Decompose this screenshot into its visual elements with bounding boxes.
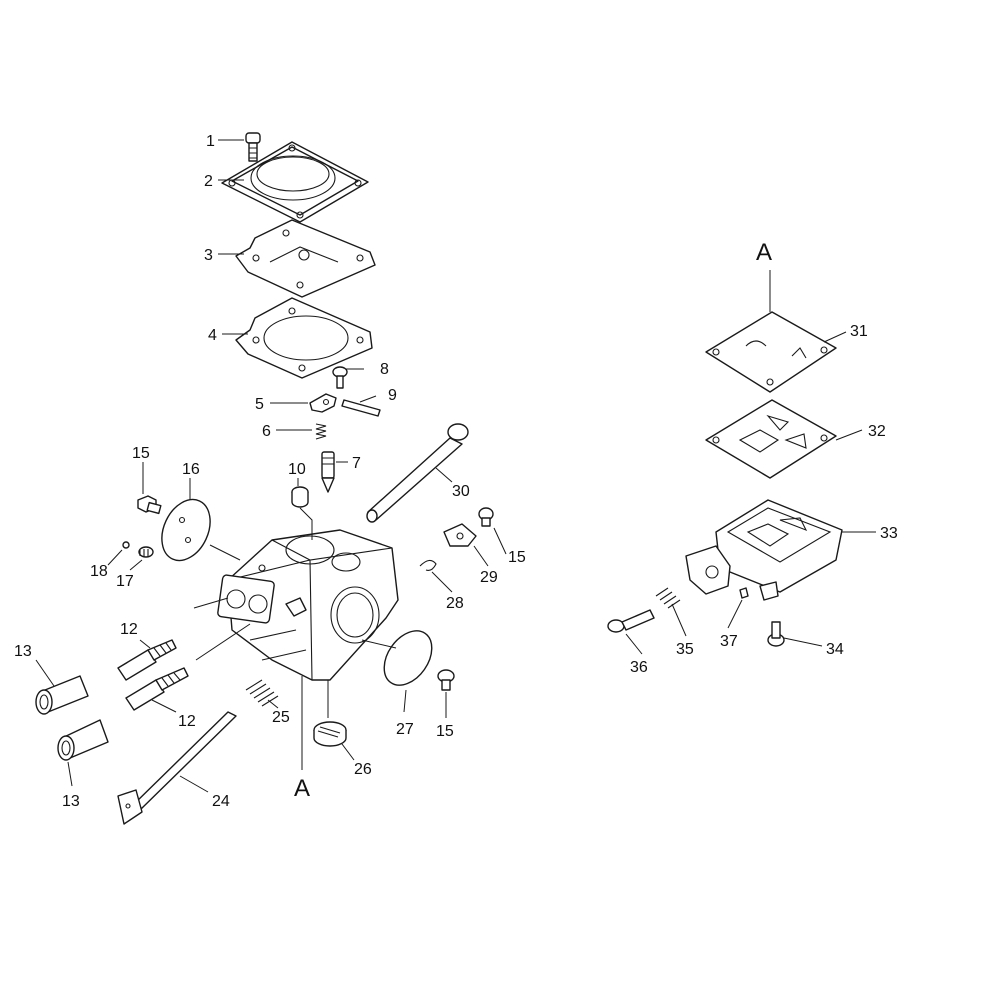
part-12-adjust-needle-lower — [125, 667, 189, 711]
part-6-spring — [315, 423, 327, 440]
callout-17: 17 — [116, 573, 134, 590]
callout-10: 10 — [288, 461, 306, 478]
callout-29: 29 — [480, 569, 498, 586]
callout-labels: 1 2 3 4 5 6 7 8 9 10 12 12 13 13 15 15 1… — [14, 133, 898, 810]
part-3-diaphragm — [235, 219, 376, 298]
callout-16: 16 — [182, 461, 200, 478]
part-5-metering-lever — [309, 393, 337, 413]
callout-6: 6 — [262, 423, 271, 440]
callout-12-upper: 12 — [120, 621, 138, 638]
callout-32: 32 — [868, 423, 886, 440]
part-36-screw — [607, 609, 655, 633]
callout-25: 25 — [272, 709, 290, 726]
reference-a-right: A — [756, 239, 772, 266]
part-13-fitting-upper — [35, 675, 89, 715]
callout-2: 2 — [204, 173, 213, 190]
callout-8: 8 — [380, 361, 389, 378]
part-24-throttle-shaft — [117, 711, 237, 825]
part-2-diaphragm-cover — [221, 141, 369, 223]
part-15-screw-left — [137, 495, 162, 515]
part-26-filter-screen — [313, 721, 347, 747]
part-7-inlet-needle — [321, 451, 335, 493]
part-18-ball — [122, 541, 130, 549]
callout-15-right: 15 — [508, 549, 526, 566]
callout-9: 9 — [388, 387, 397, 404]
part-32-pump-diaphragm — [705, 399, 837, 479]
part-16-throttle-plate — [161, 498, 211, 562]
part-15-screw-upper — [478, 507, 494, 527]
callout-7: 7 — [352, 455, 361, 472]
part-10-plug — [291, 486, 309, 508]
callout-12-lower: 12 — [178, 713, 196, 730]
callout-36: 36 — [630, 659, 648, 676]
callout-4: 4 — [208, 327, 217, 344]
part-25-spring — [245, 679, 279, 707]
part-13-fitting-lower — [57, 719, 109, 761]
part-33-pump-body — [685, 499, 843, 601]
callout-35: 35 — [676, 641, 694, 658]
leader-lines — [35, 139, 876, 793]
part-27-choke-plate — [383, 630, 433, 686]
part-29-detent-plate — [443, 523, 477, 547]
callout-28: 28 — [446, 595, 464, 612]
part-31-pump-gasket — [705, 311, 837, 393]
callout-24: 24 — [212, 793, 230, 810]
part-28-clip — [419, 559, 437, 571]
part-4-gasket — [235, 297, 373, 379]
callout-34: 34 — [826, 641, 844, 658]
part-1-screw — [245, 132, 261, 162]
callout-37: 37 — [720, 633, 738, 650]
callout-1: 1 — [206, 133, 215, 150]
part-34-screw — [767, 621, 785, 647]
part-8-screw — [332, 366, 348, 389]
part-35-spring — [655, 587, 681, 609]
callout-15-bottom: 15 — [436, 723, 454, 740]
callout-30: 30 — [452, 483, 470, 500]
callout-13-upper: 13 — [14, 643, 32, 660]
callout-15-left: 15 — [132, 445, 150, 462]
part-15-screw-lower — [437, 669, 455, 691]
callout-13-lower: 13 — [62, 793, 80, 810]
callout-27: 27 — [396, 721, 414, 738]
part-30-choke-shaft — [366, 423, 469, 523]
callout-31: 31 — [850, 323, 868, 340]
callout-33: 33 — [880, 525, 898, 542]
part-17-spring — [138, 546, 154, 558]
carburetor-body — [217, 529, 399, 681]
part-37-pin — [739, 587, 749, 599]
part-9-lever-pin — [341, 399, 381, 417]
callout-26: 26 — [354, 761, 372, 778]
callout-5: 5 — [255, 396, 264, 413]
callout-18: 18 — [90, 563, 108, 580]
part-12-adjust-needle-upper — [117, 639, 177, 681]
callout-3: 3 — [204, 247, 213, 264]
reference-a-left: A — [294, 775, 310, 802]
